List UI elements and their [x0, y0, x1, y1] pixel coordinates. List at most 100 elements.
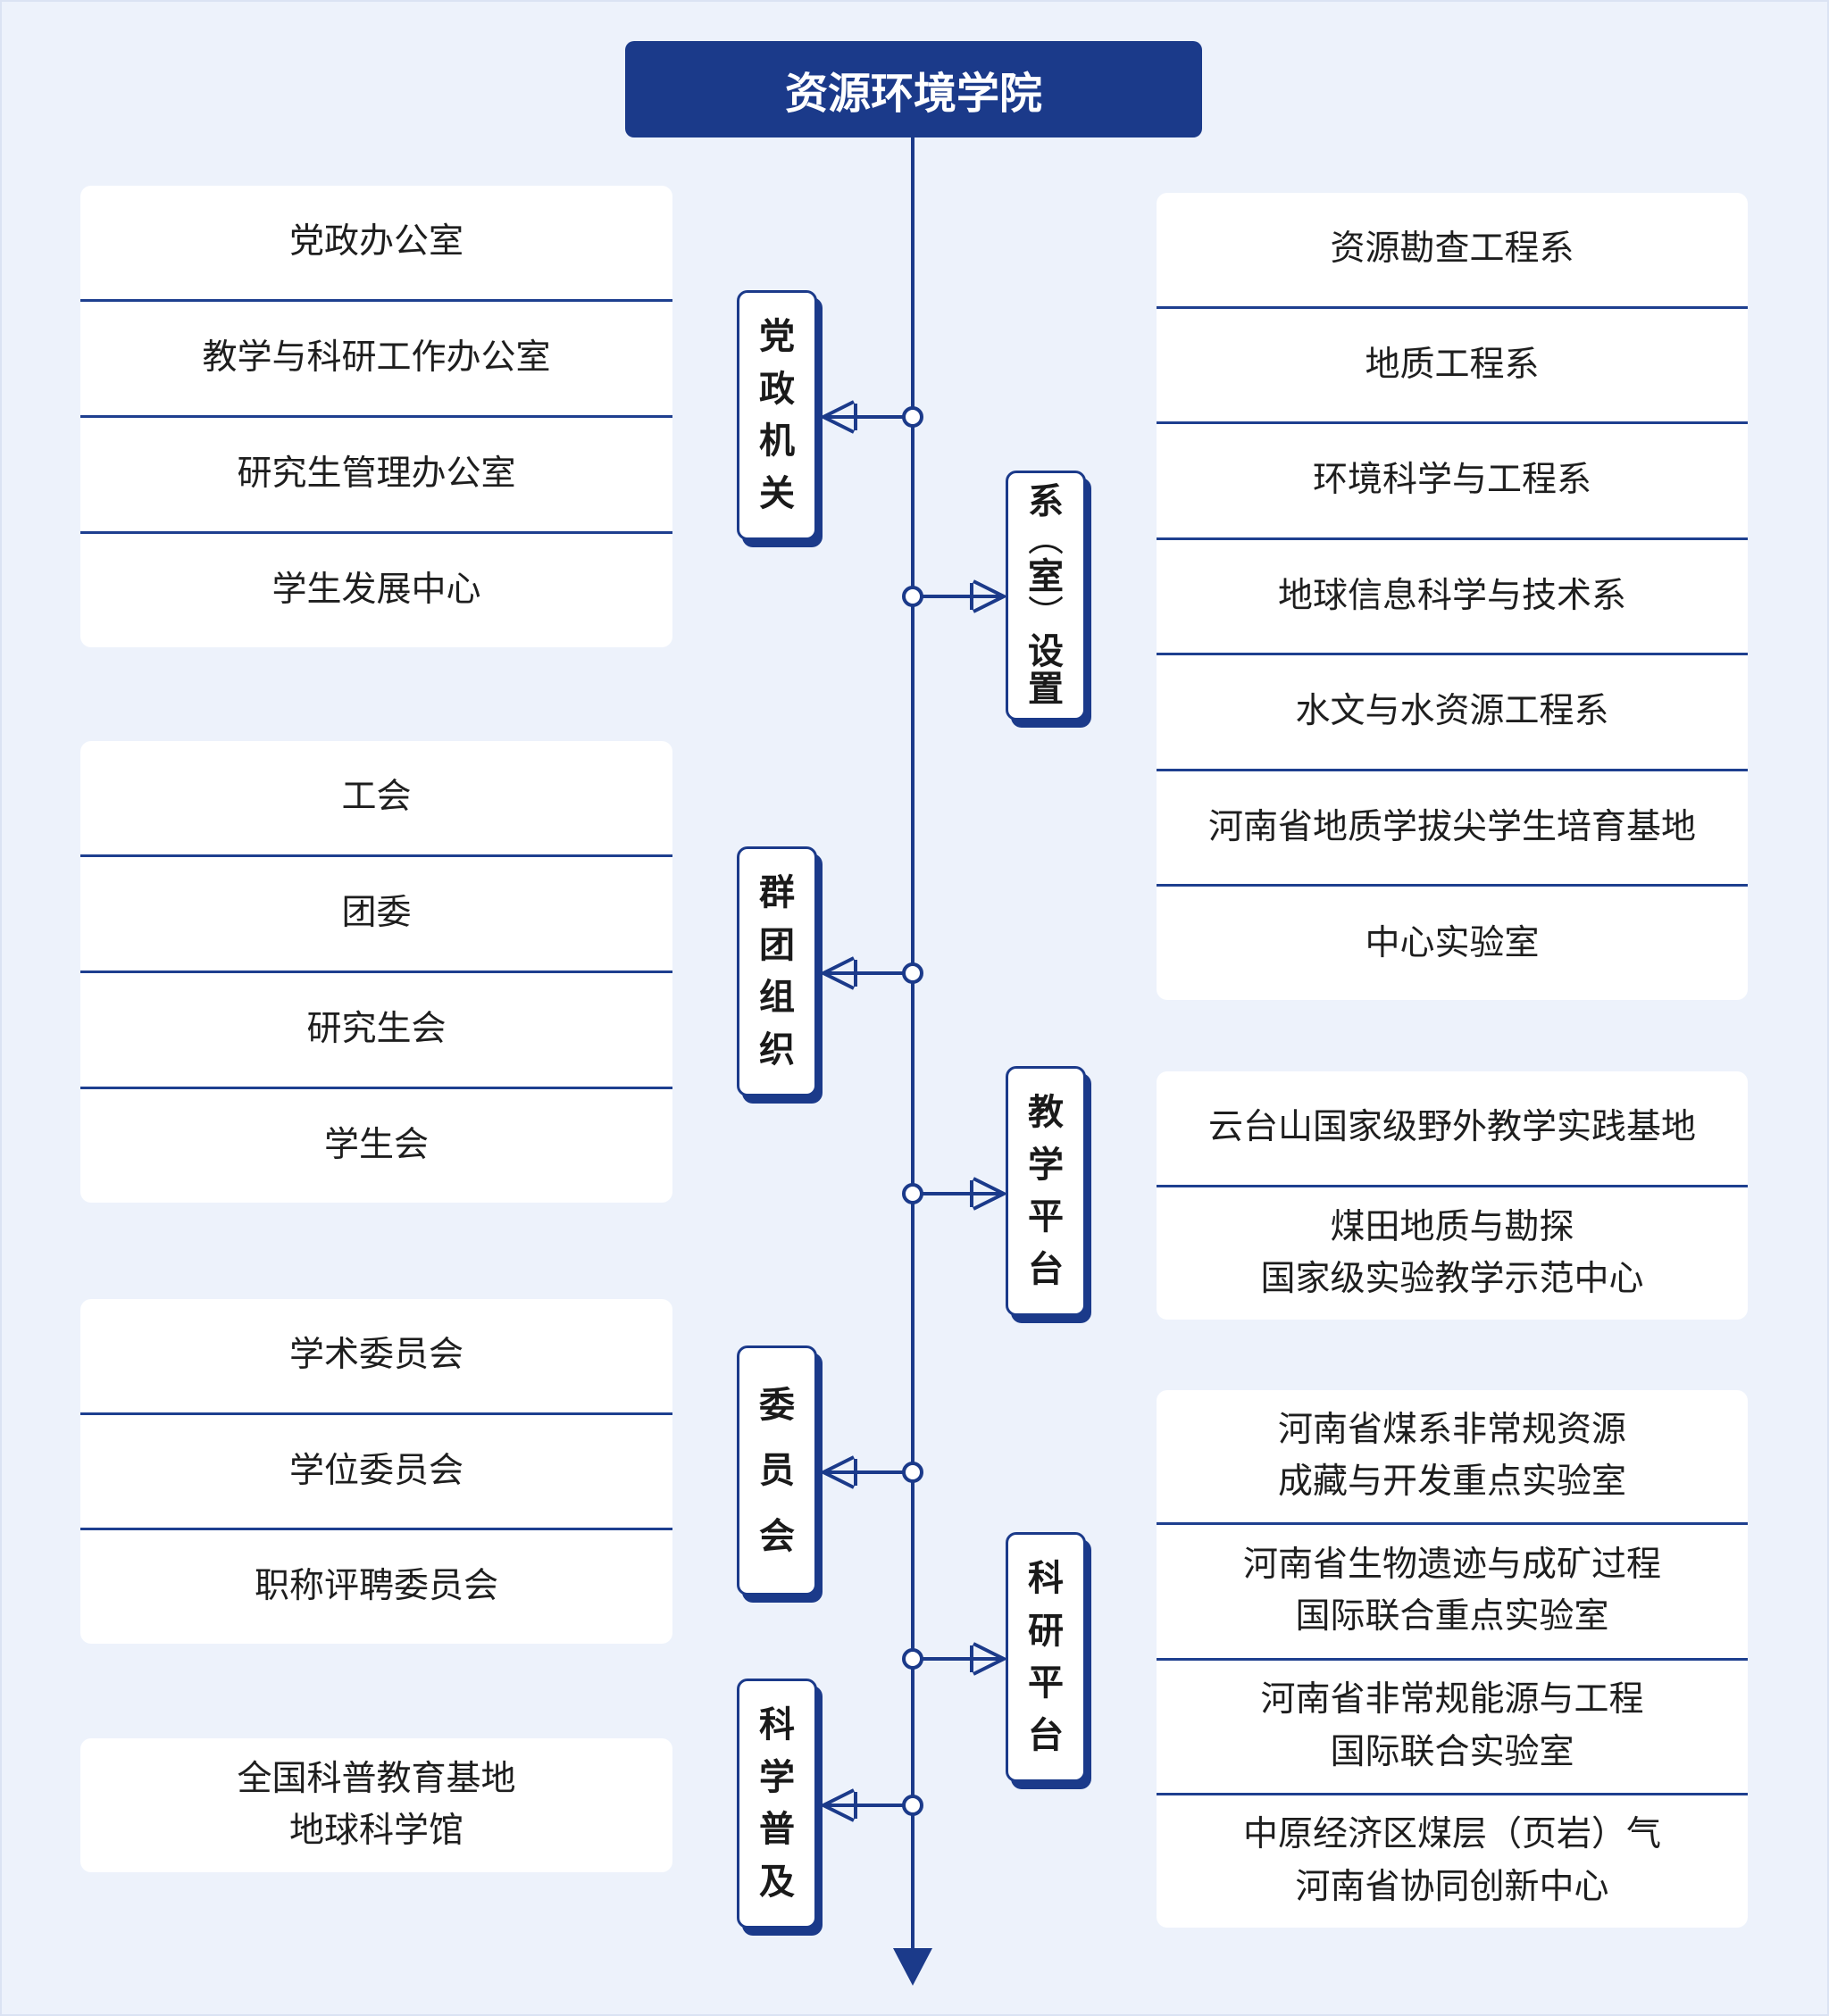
list-item: 云台山国家级野外教学实践基地	[1157, 1071, 1748, 1185]
list-item: 河南省非常规能源与工程 国际联合实验室	[1157, 1657, 1748, 1793]
list-item-label: 研究生管理办公室	[237, 454, 516, 495]
category-badge-party-admin: 党 政 机 关	[737, 290, 817, 540]
list-item: 中原经济区煤层（页岩）气 河南省协同创新中心	[1157, 1792, 1748, 1928]
category-char: 组	[759, 977, 795, 1019]
branch-connector-teaching-platform	[902, 1177, 1008, 1211]
list-item-label: 工会	[341, 777, 412, 818]
list-item: 学生会	[80, 1087, 672, 1203]
right-list-teaching-platform: 云台山国家级野外教学实践基地 煤田地质与勘探 国家级实验教学示范中心	[1157, 1071, 1748, 1320]
list-item-label: 党政办公室	[288, 221, 464, 262]
list-item: 团委	[80, 854, 672, 971]
category-char: 织	[759, 1029, 795, 1071]
list-item: 工会	[80, 741, 672, 854]
junction-node	[902, 1183, 923, 1204]
list-item-label: 学生会	[323, 1125, 429, 1166]
list-item-label: 职称评聘委员会	[254, 1566, 498, 1607]
category-char: 群	[759, 871, 795, 913]
junction-node	[902, 406, 923, 428]
list-item-label: 水文与水资源工程系	[1295, 691, 1609, 732]
list-item-label: 教学与科研工作办公室	[202, 337, 551, 379]
list-item: 水文与水资源工程系	[1157, 653, 1748, 769]
list-item-label: 河南省生物遗迹与成矿过程 国际联合重点实验室	[1242, 1544, 1661, 1637]
branch-connector-research-platform	[902, 1642, 1008, 1676]
category-char: 系	[1028, 481, 1064, 522]
branch-connector-science-popularization	[819, 1788, 923, 1822]
list-item: 煤田地质与勘探 国家级实验教学示范中心	[1157, 1185, 1748, 1320]
category-badge-committees: 委 员 会	[737, 1345, 817, 1595]
junction-node	[902, 1462, 923, 1483]
list-item: 河南省生物遗迹与成矿过程 国际联合重点实验室	[1157, 1522, 1748, 1657]
right-list-departments: 资源勘查工程系 地质工程系 环境科学与工程系 地球信息科学与技术系 水文与水资源…	[1157, 193, 1748, 1000]
list-item-label: 地质工程系	[1365, 344, 1540, 385]
category-char: 委	[759, 1384, 795, 1426]
category-badge-science-popularization: 科 学 普 及	[737, 1679, 817, 1929]
list-item-label: 环境科学与工程系	[1312, 460, 1591, 501]
list-item: 教学与科研工作办公室	[80, 299, 672, 415]
list-item: 学生发展中心	[80, 531, 672, 647]
list-item-label: 学生发展中心	[271, 570, 481, 611]
category-char: 普	[759, 1809, 795, 1851]
junction-node	[902, 962, 923, 984]
category-char: 政	[759, 368, 795, 410]
list-item-label: 团委	[341, 893, 412, 934]
list-item-label: 煤田地质与勘探 国家级实验教学示范中心	[1260, 1206, 1644, 1300]
left-list-committees: 学术委员会 学位委员会 职称评聘委员会	[80, 1299, 672, 1644]
list-item-label: 河南省非常规能源与工程 国际联合实验室	[1260, 1679, 1644, 1772]
category-char: 会	[759, 1515, 795, 1557]
list-item-label: 河南省煤系非常规资源 成藏与开发重点实验室	[1277, 1409, 1626, 1503]
category-char: 员	[759, 1450, 795, 1491]
category-char: 台	[1028, 1715, 1064, 1757]
category-char: 团	[759, 924, 795, 966]
category-char: 党	[759, 315, 795, 357]
list-item: 环境科学与工程系	[1157, 421, 1748, 537]
category-badge-departments: 系 ︵ 室 ︶ 设 置	[1006, 471, 1086, 721]
category-char: ︵	[1028, 519, 1064, 560]
junction-node	[902, 586, 923, 607]
branch-connector-party-admin	[819, 400, 923, 434]
list-item-label: 全国科普教育基地 地球科学馆	[237, 1758, 516, 1852]
left-list-science-popularization: 全国科普教育基地 地球科学馆	[80, 1738, 672, 1872]
list-item: 职称评聘委员会	[80, 1528, 672, 1644]
list-item-label: 学术委员会	[288, 1335, 464, 1376]
trunk-arrowhead	[893, 1948, 932, 1986]
list-item: 学位委员会	[80, 1412, 672, 1529]
college-title-text: 资源环境学院	[784, 69, 1042, 119]
list-item-label: 资源勘查工程系	[1330, 229, 1574, 270]
category-char: ︶	[1028, 594, 1064, 635]
list-item-label: 中心实验室	[1365, 922, 1540, 963]
list-item: 学术委员会	[80, 1299, 672, 1412]
left-list-mass-orgs: 工会 团委 研究生会 学生会	[80, 741, 672, 1203]
list-item: 研究生会	[80, 971, 672, 1087]
list-item-label: 云台山国家级野外教学实践基地	[1207, 1107, 1696, 1148]
category-char: 及	[759, 1862, 795, 1904]
college-title: 资源环境学院	[625, 41, 1202, 137]
right-list-research-platform: 河南省煤系非常规资源 成藏与开发重点实验室 河南省生物遗迹与成矿过程 国际联合重…	[1157, 1390, 1748, 1928]
list-item: 研究生管理办公室	[80, 415, 672, 531]
list-item-label: 地球信息科学与技术系	[1277, 575, 1626, 616]
category-char: 平	[1028, 1196, 1064, 1238]
category-char: 台	[1028, 1249, 1064, 1291]
junction-node	[902, 1648, 923, 1670]
branch-connector-committees	[819, 1455, 923, 1489]
list-item-label: 学位委员会	[288, 1450, 464, 1491]
category-badge-teaching-platform: 教 学 平 台	[1006, 1066, 1086, 1316]
list-item: 党政办公室	[80, 186, 672, 299]
category-char: 科	[759, 1704, 795, 1745]
list-item: 地质工程系	[1157, 305, 1748, 422]
category-char: 置	[1028, 669, 1064, 710]
category-char: 教	[1028, 1091, 1064, 1133]
list-item: 资源勘查工程系	[1157, 193, 1748, 306]
branch-connector-departments	[902, 579, 1008, 613]
category-char: 研	[1028, 1610, 1064, 1652]
list-item: 中心实验室	[1157, 884, 1748, 1000]
category-char: 关	[759, 473, 795, 515]
junction-node	[902, 1795, 923, 1816]
category-badge-mass-orgs: 群 团 组 织	[737, 846, 817, 1096]
category-char: 室	[1028, 556, 1064, 597]
category-char: 学	[759, 1756, 795, 1798]
list-item-label: 河南省地质学拔尖学生培育基地	[1207, 806, 1696, 847]
list-item-label: 中原经济区煤层（页岩）气 河南省协同创新中心	[1242, 1814, 1661, 1907]
category-badge-research-platform: 科 研 平 台	[1006, 1532, 1086, 1782]
